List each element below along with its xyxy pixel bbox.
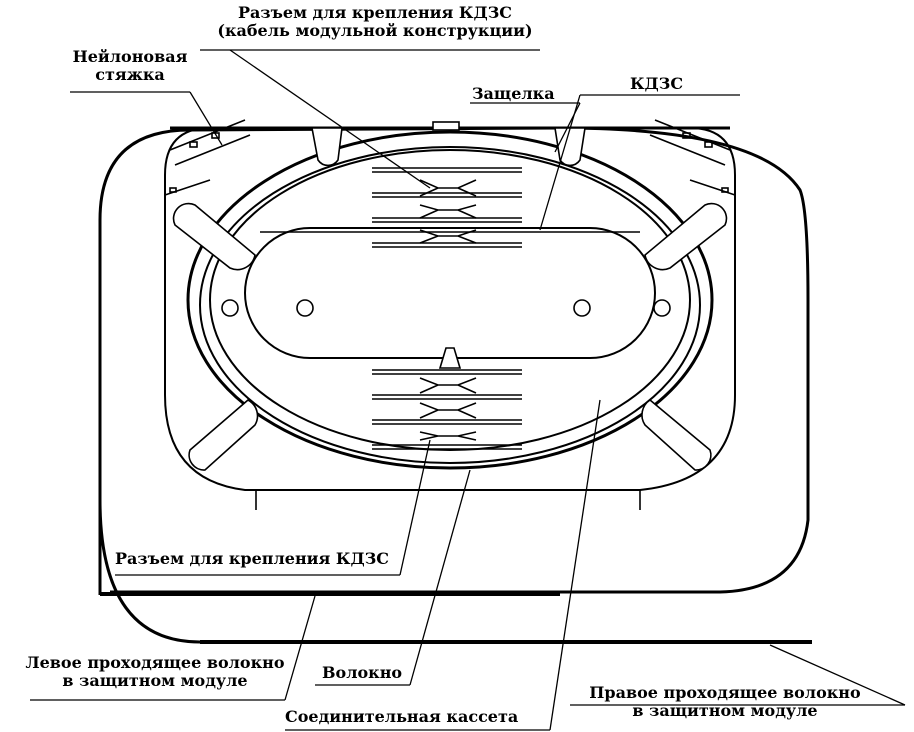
mount-hole-4 [653, 299, 671, 317]
label-nylon-tie-line1: Нейлоновая [72, 47, 188, 66]
label-top-connector-line1: Разъем для крепления КДЗС [238, 3, 512, 22]
outer-module-bottom-loop [98, 499, 810, 644]
splice-rows-upper [372, 167, 522, 248]
top-connector-post-left [311, 127, 343, 167]
mount-hole-1 [221, 299, 239, 317]
latch [432, 121, 460, 131]
label-right-fiber: Правое проходящее волокно в защитном мод… [575, 684, 875, 720]
fiber-loop-3 [209, 149, 691, 451]
guide-post-bottom-right [641, 399, 712, 471]
label-left-fiber: Левое проходящее волокно в защитном моду… [15, 654, 295, 690]
fiber-loop-2 [199, 146, 701, 464]
nylon-tie-left [164, 119, 251, 196]
top-connector-post-right [554, 127, 586, 167]
mount-hole-2 [296, 299, 314, 317]
leader-lines [30, 49, 906, 731]
splice-rows-lower [372, 369, 522, 450]
label-kdzs: КДЗС [630, 74, 684, 93]
guide-post-top-left [172, 202, 256, 271]
fiber-loop-1 [186, 130, 714, 470]
label-nylon-tie: Нейлоновая стяжка [60, 48, 200, 84]
label-left-fiber-line1: Левое проходящее волокно [25, 653, 285, 672]
bottom-connector-post [438, 347, 462, 369]
label-top-connector-line2: (кабель модульной конструкции) [217, 21, 533, 40]
label-left-fiber-line2: в защитном модуле [62, 671, 248, 690]
nylon-tie-right [649, 119, 736, 196]
label-fiber: Волокно [322, 663, 403, 682]
label-latch: Защелка [472, 84, 555, 103]
label-bottom-connector: Разъем для крепления КДЗС [115, 549, 389, 568]
outer-protective-module [98, 126, 810, 595]
label-right-fiber-line1: Правое проходящее волокно [589, 683, 861, 702]
guide-post-bottom-left [188, 399, 259, 471]
label-right-fiber-line2: в защитном модуле [632, 701, 818, 720]
label-splice-cassette: Соединительная кассета [285, 707, 519, 726]
mount-hole-3 [573, 299, 591, 317]
guide-post-top-right [644, 202, 728, 271]
label-nylon-tie-line2: стяжка [95, 65, 165, 84]
label-top-connector: Разъем для крепления КДЗС (кабель модуль… [205, 4, 545, 40]
